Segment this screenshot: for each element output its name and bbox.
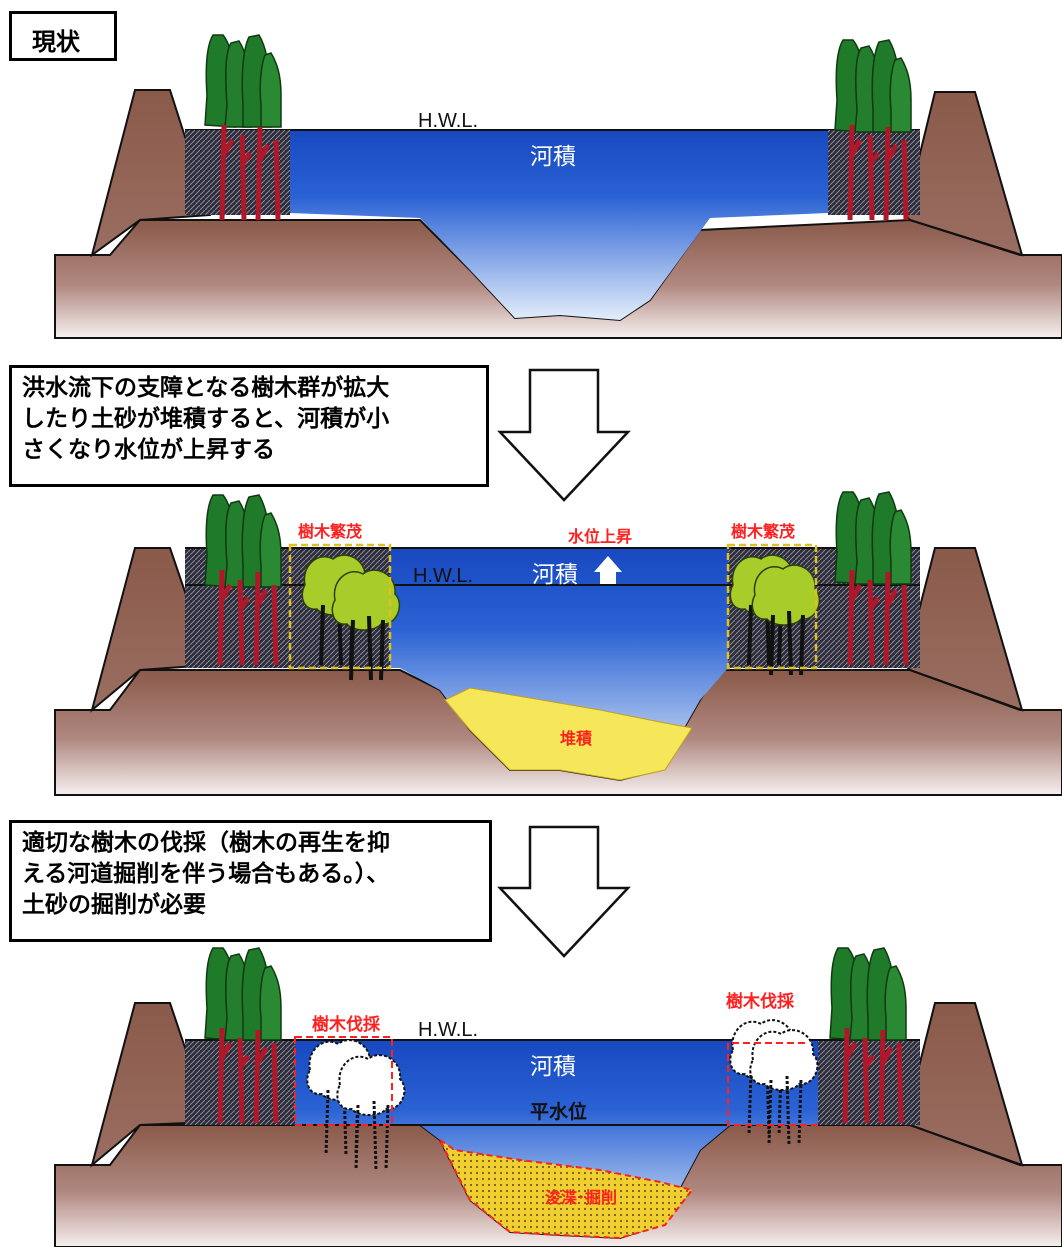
kaseki-label: 河積 [530,1054,576,1080]
note1-line-1: 洪水流下の支障となる樹木群が拡大 [22,375,390,401]
left-overgrowth-zone [288,543,392,670]
felling-label-left: 樹木伐採 [312,1014,381,1035]
panel-water-rise: 樹木繁茂 樹木繁茂 水位上昇 H.W.L. 河積 堆積 [54,491,1062,796]
panel-countermeasure: 樹木伐採 樹木伐採 H.W.L. 河積 平水位 浚渫･掘削 [54,947,1062,1247]
right-tree-group [829,947,907,1041]
left-felling-zone [294,1036,393,1126]
normal-water-label: 平水位 [530,1100,587,1123]
felling-label-right: 樹木伐採 [726,991,795,1012]
right-overgrowth-zone [726,543,818,670]
panel-current: H.W.L. 河積 [54,34,1062,339]
water-body [295,1040,818,1238]
kaseki-label: 河積 [532,562,578,588]
hwl-label: H.W.L. [418,1019,478,1041]
hwl-label: H.W.L. [413,565,473,587]
current-state-label: 現状 [9,11,117,61]
right-tree-group [834,491,912,585]
up-arrow-icon [594,556,622,584]
note2-line-3: 土砂の掘削が必要 [22,892,206,918]
overgrowth-label-right: 樹木繁茂 [731,522,795,541]
note2-line-1: 適切な樹木の伐採（樹木の再生を抑 [22,830,390,856]
left-tree-group [204,494,282,588]
kaseki-label: 河積 [530,144,576,170]
hwl-label: H.W.L. [418,110,478,132]
note1-line-3: さくなり水位が上昇する [22,437,275,463]
right-dike [903,547,1024,712]
excavation-label: 浚渫･掘削 [545,1188,617,1207]
overgrowth-label-left: 樹木繁茂 [298,522,362,541]
note2-line-2: える河道掘削を伴う場合もある。）、 [22,861,390,887]
sediment-label: 堆積 [560,729,593,748]
sediment-deposit [444,687,693,781]
right-felling-zone [727,1042,818,1126]
left-tree-group [204,34,282,128]
right-dike [903,91,1024,257]
explanation-box-2: 適切な樹木の伐採（樹木の再生を抑 える河道掘削を伴う場合もある。）、 土砂の掘削… [9,820,492,942]
note1-line-2: したり土砂が堆積すると、河積が小 [22,406,390,432]
right-tree-group [834,39,912,133]
water-body [290,130,828,320]
excavation-zone [437,1137,694,1240]
water-rise-label: 水位上昇 [568,527,632,546]
explanation-box-1: 洪水流下の支障となる樹木群が拡大 したり土砂が堆積すると、河積が小 さくなり水位… [9,365,489,487]
down-arrow-2 [497,825,631,958]
left-floodplain-woodland [185,130,290,215]
down-arrow-1 [497,368,631,502]
left-tree-group [204,947,282,1041]
